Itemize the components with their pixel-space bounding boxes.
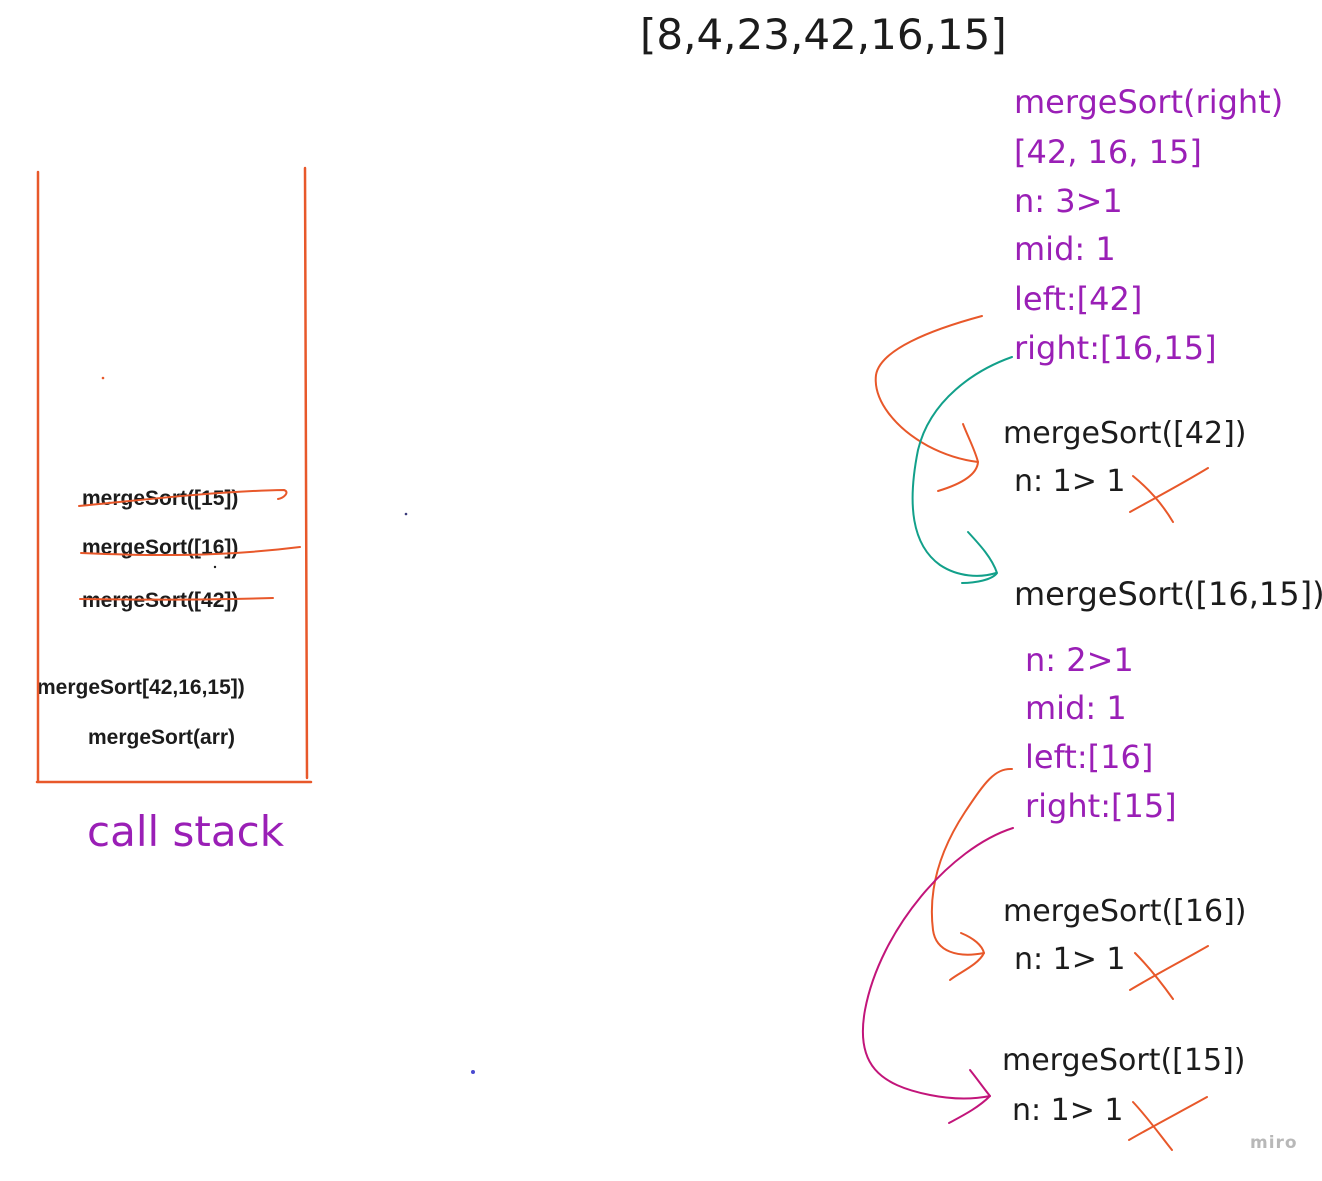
call-16-n: n: 1> 1 <box>1014 942 1126 977</box>
x-mark-15 <box>1128 1096 1208 1151</box>
stack-frame-15: mergeSort([15]) <box>82 487 239 510</box>
stack-frame-arr: mergeSort(arr) <box>88 726 236 749</box>
call-16-header: mergeSort([16]) <box>1003 894 1247 929</box>
arrow-right-16-15 <box>911 356 1013 577</box>
arrow-left-16 <box>930 767 1013 956</box>
right-call-mid: mid: 1 <box>1014 230 1116 268</box>
array-title: [8,4,23,42,16,15] <box>640 10 1007 59</box>
x-mark-16 <box>1129 945 1209 1000</box>
call-42-n: n: 1> 1 <box>1014 464 1126 499</box>
call-16-15-left: left:[16] <box>1025 738 1154 776</box>
stray-dot-small <box>213 565 217 569</box>
right-call-left: left:[42] <box>1014 280 1143 318</box>
stack-frame-16: mergeSort([16]) <box>82 536 239 559</box>
stray-dot-dark <box>404 512 408 516</box>
call-stack-caption: call stack <box>87 807 285 856</box>
x-mark-42 <box>1129 467 1209 523</box>
call-15-header: mergeSort([15]) <box>1002 1043 1246 1078</box>
stray-dot-orange <box>101 376 105 380</box>
call-16-15-mid: mid: 1 <box>1025 689 1127 727</box>
right-call-n: n: 3>1 <box>1014 182 1123 220</box>
call-16-15-n: n: 2>1 <box>1025 641 1134 679</box>
right-call-header: mergeSort(right) <box>1014 83 1284 121</box>
right-call-array: [42, 16, 15] <box>1014 133 1202 171</box>
stray-dot-blue <box>471 1070 475 1074</box>
arrow-right-15 <box>861 827 1014 1100</box>
miro-watermark: miro <box>1250 1133 1298 1153</box>
stack-frame-42: mergeSort([42]) <box>82 589 239 612</box>
arrow-left-42 <box>874 315 983 463</box>
stack-frame-42-16-15: mergeSort[42,16,15]) <box>37 676 245 699</box>
call-42-header: mergeSort([42]) <box>1003 416 1247 451</box>
call-15-n: n: 1> 1 <box>1012 1093 1124 1128</box>
arrowhead-right-15 <box>948 1069 991 1124</box>
call-16-15-header: mergeSort([16,15]) <box>1014 575 1322 613</box>
arrowhead-right-16-15 <box>961 531 998 584</box>
call-16-15-right: right:[15] <box>1025 787 1177 825</box>
arrowhead-left-16 <box>949 932 985 981</box>
arrowhead-left-42 <box>937 423 979 492</box>
right-call-right: right:[16,15] <box>1014 329 1217 367</box>
